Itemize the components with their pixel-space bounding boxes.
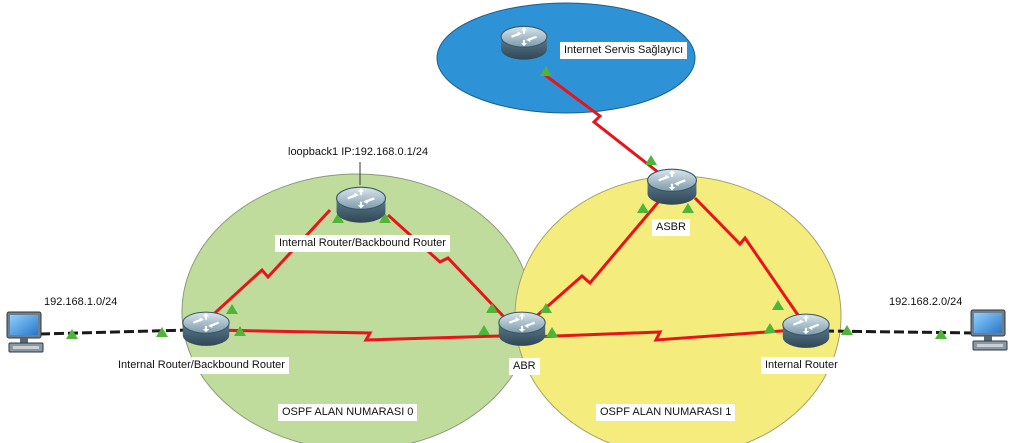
port-indicator bbox=[66, 329, 78, 339]
area-1-ellipse bbox=[514, 175, 842, 443]
serial-link-asbr-internal bbox=[693, 196, 802, 319]
port-indicator bbox=[540, 66, 552, 76]
area1-label: OSPF ALAN NUMARASI 1 bbox=[596, 404, 736, 421]
port-indicator bbox=[478, 325, 490, 335]
backbone-top-router-icon[interactable] bbox=[335, 186, 387, 224]
port-indicator bbox=[546, 327, 558, 337]
asbr-label: ASBR bbox=[652, 219, 690, 236]
serial-link-left-abr bbox=[209, 328, 501, 342]
abr-label: ABR bbox=[509, 358, 540, 375]
ethernet-link-left bbox=[39, 328, 189, 336]
asbr-router-icon[interactable] bbox=[646, 168, 698, 206]
backbone-left-router-icon[interactable] bbox=[181, 311, 231, 347]
loopback-label: loopback1 IP:192.168.0.1/24 bbox=[288, 146, 429, 158]
backbone-left-label: Internal Router/Backbound Router bbox=[114, 357, 289, 374]
port-indicator bbox=[226, 304, 238, 314]
port-indicator bbox=[540, 303, 552, 313]
port-indicator bbox=[156, 327, 168, 337]
net-right-label: 192.168.2.0/24 bbox=[889, 296, 963, 308]
area0-label: OSPF ALAN NUMARASI 0 bbox=[278, 404, 418, 421]
port-indicator bbox=[332, 213, 344, 223]
isp-label: Internet Servis Sağlayıcı bbox=[560, 42, 688, 59]
port-indicator bbox=[772, 300, 784, 310]
abr-router-icon[interactable] bbox=[497, 311, 547, 347]
internal-right-router-icon[interactable] bbox=[781, 313, 831, 349]
pc-left-icon[interactable] bbox=[6, 311, 44, 353]
serial-link-abr-asbr bbox=[531, 199, 662, 322]
port-indicator bbox=[234, 326, 246, 336]
port-indicator bbox=[379, 213, 391, 223]
serial-link-abr-internal bbox=[529, 328, 796, 342]
pc-right-icon[interactable] bbox=[970, 309, 1008, 351]
net-left-label: 192.168.1.0/24 bbox=[44, 296, 118, 308]
ethernet-link-right bbox=[823, 329, 976, 335]
backbone-top-label: Internal Router/Backbound Router bbox=[275, 235, 450, 252]
port-indicator bbox=[645, 155, 657, 165]
port-indicator bbox=[682, 203, 694, 213]
port-indicators bbox=[66, 66, 947, 339]
port-indicator bbox=[486, 303, 498, 313]
port-indicator bbox=[637, 203, 649, 213]
port-indicator bbox=[935, 329, 947, 339]
port-indicator bbox=[841, 325, 853, 335]
isp-router-icon[interactable] bbox=[500, 25, 548, 61]
serial-link-isp-asbr bbox=[544, 73, 669, 182]
port-indicator bbox=[764, 323, 776, 333]
internal-right-label: Internal Router bbox=[761, 357, 842, 374]
